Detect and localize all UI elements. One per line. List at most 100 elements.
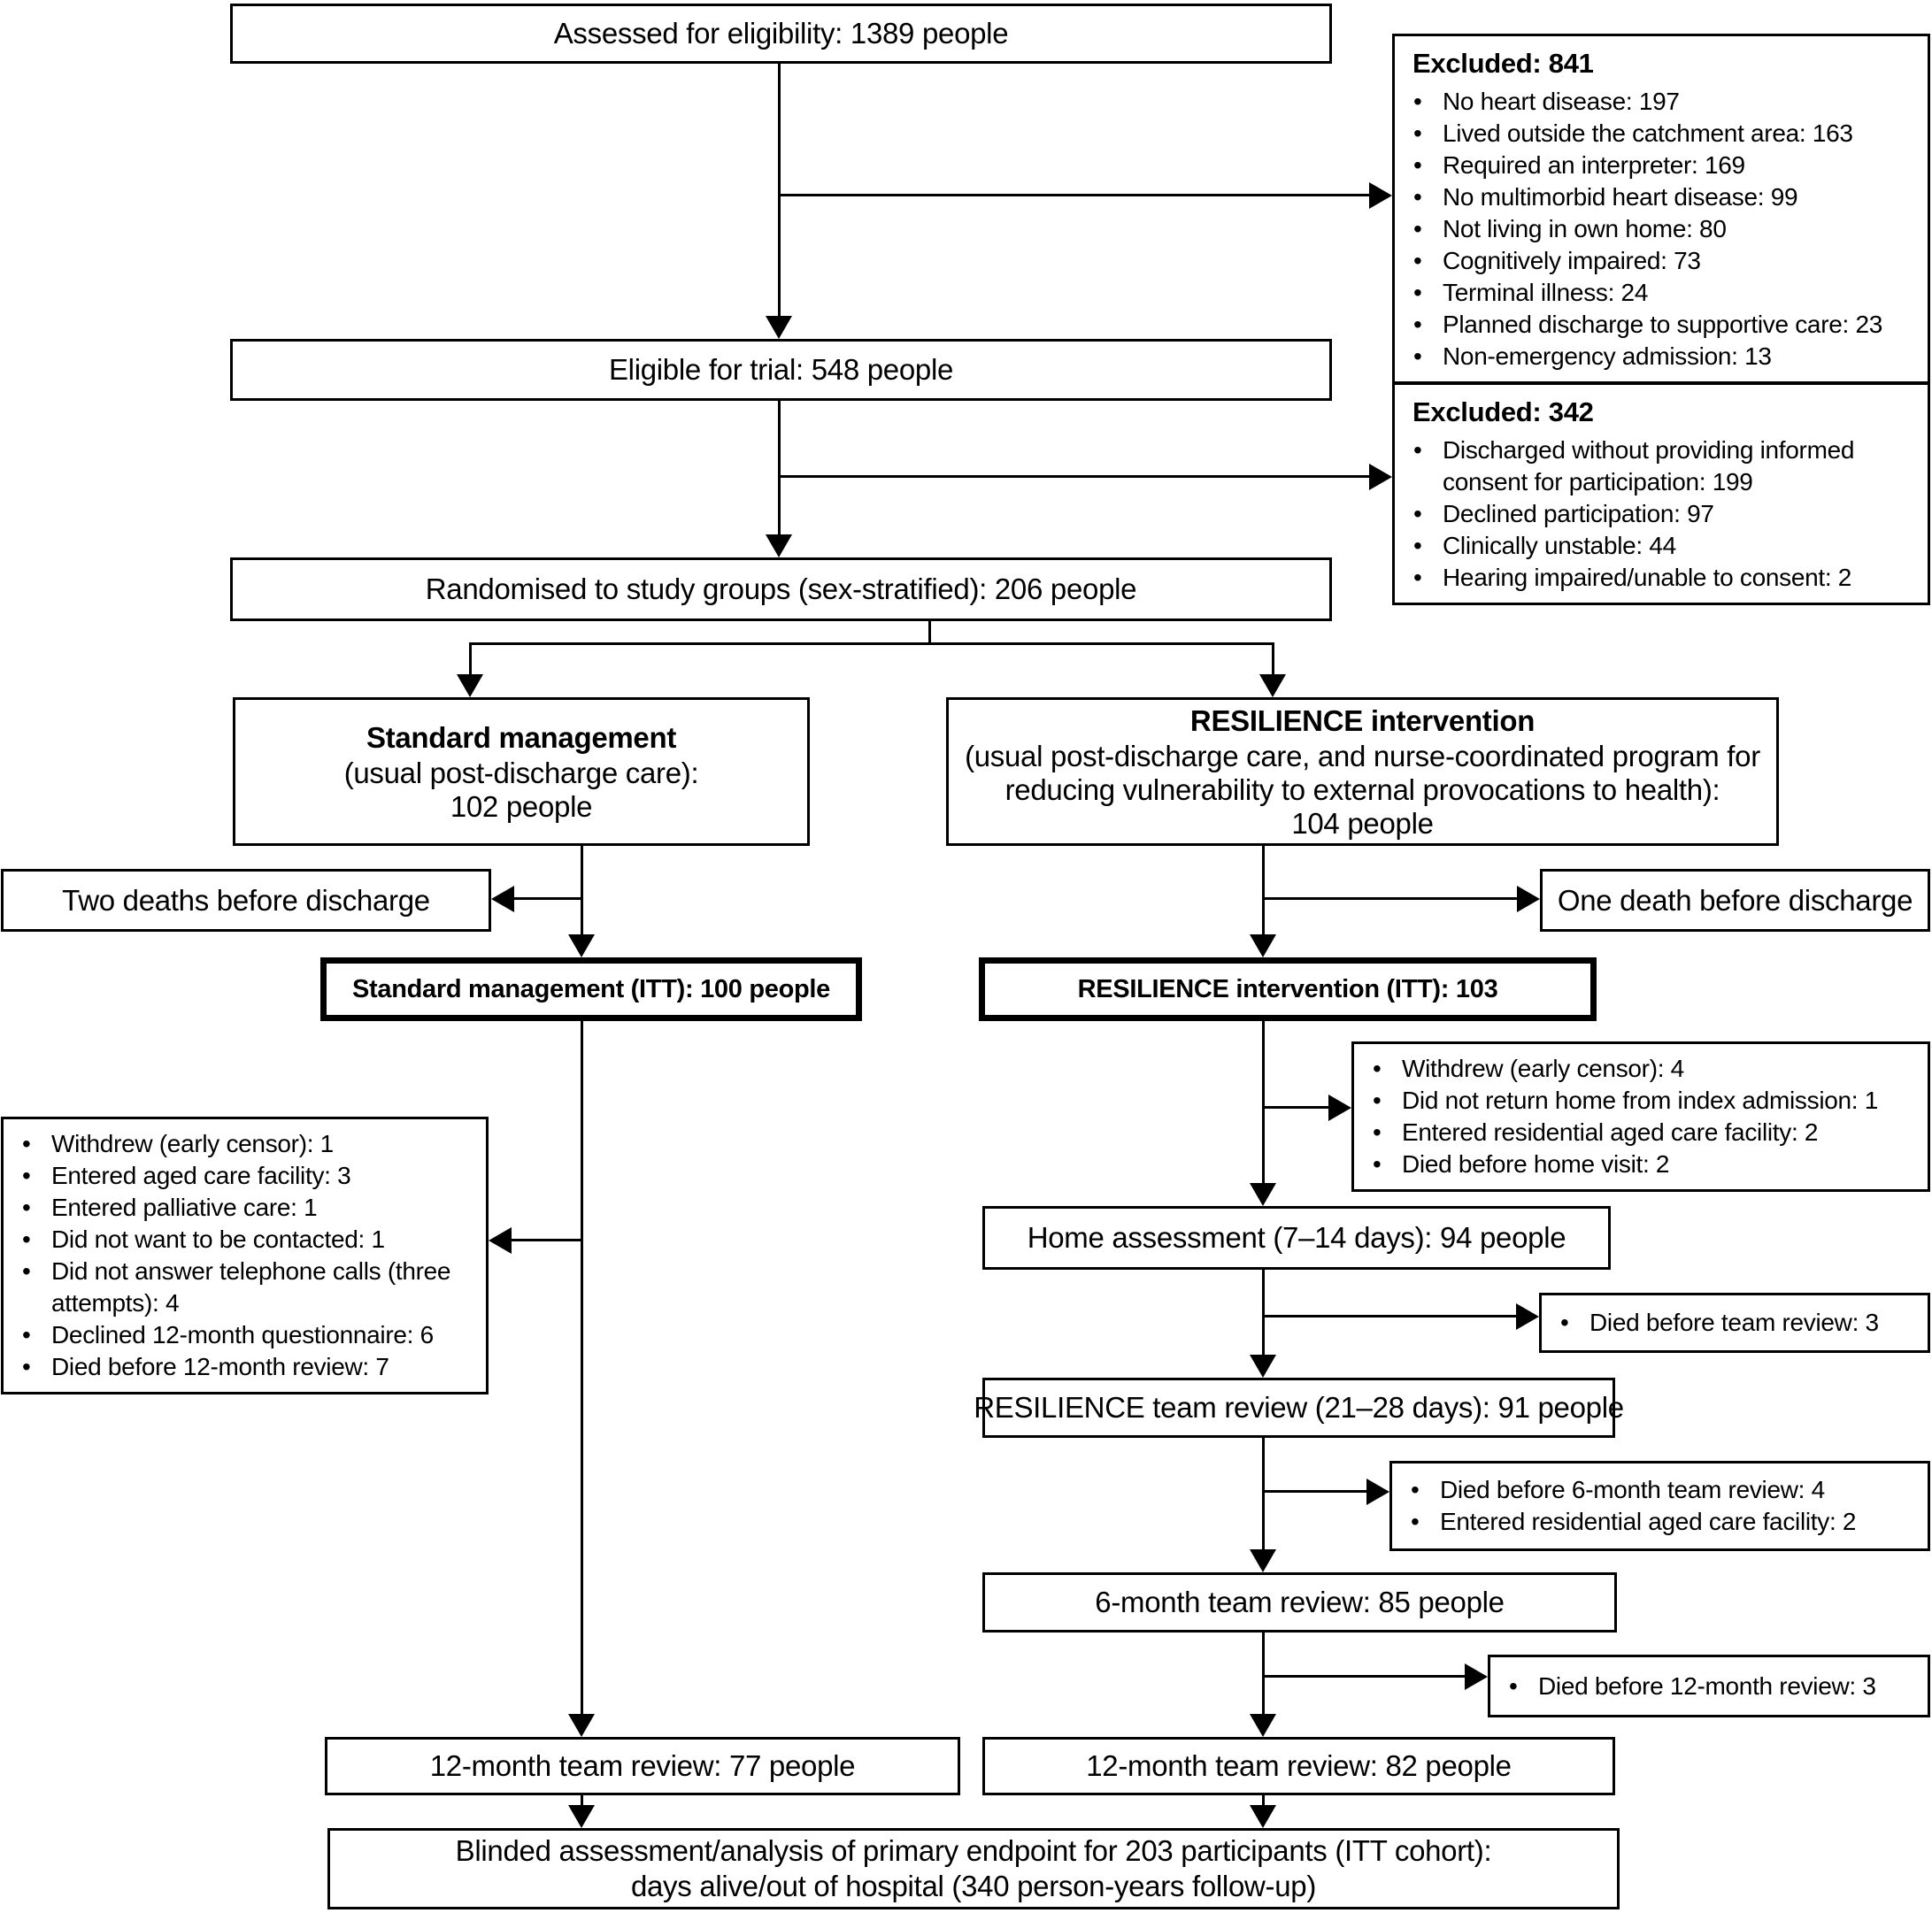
connector-standard-group-to-itt — [581, 846, 583, 935]
arrowhead-into-final-right — [1250, 1805, 1276, 1828]
bullet-item: Died before 6-month team review: 4 — [1403, 1474, 1919, 1506]
connector-resilience-12-month-to-final — [1262, 1795, 1265, 1806]
bullet-item: Cognitively impaired: 73 — [1405, 245, 1919, 277]
bullet-item: Lived outside the catchment area: 163 — [1405, 118, 1919, 150]
arrowhead-into-standard-losses — [489, 1227, 512, 1254]
standard-losses-list: Withdrew (early censor): 1Entered aged c… — [14, 1128, 477, 1383]
standard-group-title: Standard management — [366, 721, 677, 754]
final-analysis-box: Blinded assessment/analysis of primary e… — [327, 1828, 1620, 1909]
resilience-itt-box: RESILIENCE intervention (ITT): 103 — [979, 957, 1597, 1021]
died-before-12-month-list: Died before 12-month review: 3 — [1501, 1671, 1919, 1702]
connector-to-excluded-consent — [779, 475, 1369, 478]
assessed-for-eligibility-box: Assessed for eligibility: 1389 people — [230, 4, 1332, 64]
six-month-review-text: 6-month team review: 85 people — [1095, 1586, 1505, 1618]
connector-to-excluded-screening — [779, 194, 1369, 196]
final-analysis-line1: Blinded assessment/analysis of primary e… — [455, 1834, 1492, 1867]
resilience-12-month-review-box: 12-month team review: 82 people — [982, 1737, 1615, 1795]
bullet-item: Died before team review: 3 — [1552, 1307, 1919, 1339]
resilience-group-title: RESILIENCE intervention — [1189, 704, 1536, 737]
bullet-item: Entered residential aged care facility: … — [1403, 1506, 1919, 1538]
arrowhead-into-randomised — [766, 534, 792, 557]
excluded-screening-list: No heart disease: 197Lived outside the c… — [1405, 86, 1919, 373]
resilience-12-month-review-text: 12-month team review: 82 people — [1086, 1749, 1512, 1782]
bullet-item: Died before home visit: 2 — [1365, 1149, 1919, 1180]
bullet-item: Not living in own home: 80 — [1405, 213, 1919, 245]
arrowhead-into-resilience-12-month — [1250, 1714, 1276, 1737]
arrowhead-into-standard-group — [457, 674, 483, 697]
excluded-consent-box: Excluded: 342 Discharged without providi… — [1392, 382, 1930, 605]
resilience-group-count: 104 people — [1291, 807, 1434, 840]
connector-itt-to-home-assessment — [1262, 1021, 1265, 1184]
arrowhead-into-resilience-death — [1517, 886, 1540, 912]
connector-standard-12-month-to-final — [581, 1795, 583, 1806]
bullet-item: Entered residential aged care facility: … — [1365, 1117, 1919, 1149]
connector-to-standard-deaths — [514, 897, 582, 900]
died-before-team-review-list: Died before team review: 3 — [1552, 1307, 1919, 1339]
arrowhead-into-home-assessment — [1250, 1183, 1276, 1206]
eligible-box: Eligible for trial: 548 people — [230, 339, 1332, 401]
bullet-item: Hearing impaired/unable to consent: 2 — [1405, 562, 1919, 594]
resilience-early-losses-list: Withdrew (early censor): 4Did not return… — [1365, 1053, 1919, 1180]
connector-assessed-to-eligible — [778, 64, 781, 317]
standard-12-month-review-box: 12-month team review: 77 people — [325, 1737, 960, 1795]
arrowhead-into-6-month — [1250, 1549, 1276, 1572]
resilience-intervention-group-box: RESILIENCE intervention (usual post-disc… — [946, 697, 1779, 846]
resilience-death-text: One death before discharge — [1557, 883, 1913, 917]
arrowhead-into-team-review — [1250, 1355, 1276, 1378]
resilience-group-subtitle: (usual post-discharge care, and nurse-co… — [965, 740, 1760, 806]
arrowhead-into-excluded-screening — [1369, 182, 1392, 209]
connector-standard-itt-to-12-month — [581, 1021, 583, 1714]
bullet-item: Died before 12-month review: 7 — [14, 1351, 477, 1383]
assessed-for-eligibility-text: Assessed for eligibility: 1389 people — [553, 17, 1009, 50]
connector-randomised-stem — [928, 621, 931, 645]
arrowhead-into-died-before-12-month — [1465, 1663, 1488, 1690]
standard-management-group-box: Standard management (usual post-discharg… — [233, 697, 810, 846]
arrowhead-into-eligible — [766, 316, 792, 339]
resilience-early-losses-box: Withdrew (early censor): 4Did not return… — [1351, 1041, 1930, 1192]
bullet-item: Planned discharge to supportive care: 23 — [1405, 309, 1919, 341]
excluded-consent-list: Discharged without providing informed co… — [1405, 434, 1919, 594]
bullet-item: Non-emergency admission: 13 — [1405, 341, 1919, 373]
standard-losses-box: Withdrew (early censor): 1Entered aged c… — [1, 1117, 489, 1394]
connector-eligible-to-randomised — [778, 401, 781, 535]
connector-to-died-before-team-review — [1263, 1315, 1516, 1318]
connector-to-losses-before-6-month — [1263, 1490, 1366, 1493]
bullet-item: Did not return home from index admission… — [1365, 1085, 1919, 1117]
connector-to-died-before-12-month — [1263, 1675, 1465, 1678]
resilience-team-review-text: RESILIENCE team review (21–28 days): 91 … — [974, 1391, 1624, 1424]
connector-split-bar — [469, 642, 1274, 645]
bullet-item: Clinically unstable: 44 — [1405, 530, 1919, 562]
arrowhead-into-resilience-group — [1259, 674, 1286, 697]
bullet-item: Declined 12-month questionnaire: 6 — [14, 1319, 477, 1351]
bullet-item: Died before 12-month review: 3 — [1501, 1671, 1919, 1702]
died-before-12-month-box: Died before 12-month review: 3 — [1488, 1655, 1930, 1717]
arrowhead-into-excluded-consent — [1369, 464, 1392, 490]
losses-before-6-month-box: Died before 6-month team review: 4Entere… — [1389, 1461, 1930, 1551]
connector-to-standard-losses — [512, 1239, 582, 1241]
bullet-item: Withdrew (early censor): 4 — [1365, 1053, 1919, 1085]
connector-to-resilience-death — [1263, 897, 1517, 900]
connector-team-review-to-6-month — [1262, 1438, 1265, 1550]
home-assessment-box: Home assessment (7–14 days): 94 people — [982, 1206, 1611, 1270]
excluded-screening-title: Excluded: 841 — [1412, 48, 1594, 79]
standard-group-count: 102 people — [450, 790, 593, 823]
died-before-team-review-box: Died before team review: 3 — [1539, 1293, 1930, 1353]
connector-resilience-group-to-itt — [1262, 846, 1265, 935]
bullet-item: No multimorbid heart disease: 99 — [1405, 181, 1919, 213]
standard-itt-box: Standard management (ITT): 100 people — [320, 957, 862, 1021]
bullet-item: Entered palliative care: 1 — [14, 1192, 477, 1224]
bullet-item: Discharged without providing informed co… — [1405, 434, 1919, 498]
bullet-item: Did not answer telephone calls (three at… — [14, 1256, 477, 1319]
arrowhead-into-died-before-team-review — [1516, 1303, 1539, 1330]
eligible-text: Eligible for trial: 548 people — [608, 353, 954, 386]
standard-12-month-review-text: 12-month team review: 77 people — [429, 1749, 856, 1782]
bullet-item: No heart disease: 197 — [1405, 86, 1919, 118]
arrowhead-into-early-losses — [1328, 1095, 1351, 1121]
arrowhead-into-losses-before-6-month — [1366, 1479, 1389, 1505]
randomised-box: Randomised to study groups (sex-stratifi… — [230, 557, 1332, 621]
standard-group-subtitle: (usual post-discharge care): — [343, 757, 699, 789]
home-assessment-text: Home assessment (7–14 days): 94 people — [1027, 1221, 1566, 1254]
standard-deaths-before-discharge-box: Two deaths before discharge — [1, 869, 491, 932]
connector-split-left — [469, 642, 472, 675]
